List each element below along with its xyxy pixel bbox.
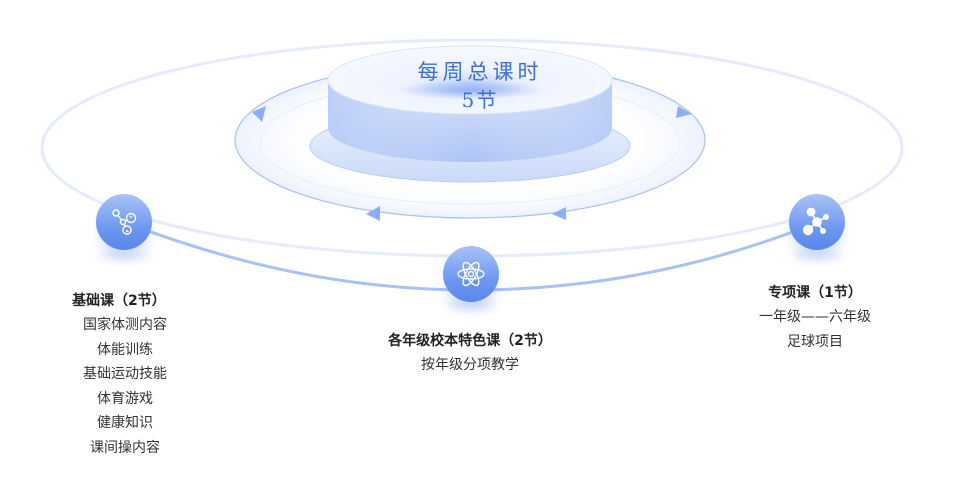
arrow-icon <box>676 106 692 118</box>
basic-course-item: 体育游戏 <box>97 390 153 407</box>
special-course-title: 专项课（1节） <box>768 285 862 301</box>
featured-course-label: 各年级校本特色课（2节） 按年级分项教学 <box>340 329 600 378</box>
arrow-icon <box>252 106 266 122</box>
basic-course-node <box>96 194 152 250</box>
featured-course-node <box>443 246 499 302</box>
molecule-outline-icon <box>112 209 137 235</box>
node-shadow <box>99 250 149 260</box>
arrow-icon <box>366 206 380 221</box>
molecule-solid-icon <box>802 207 829 236</box>
basic-course-item: 体能训练 <box>97 341 153 358</box>
basic-course-label: 基础课（2节） 国家体测内容 体能训练 基础运动技能 体育游戏 健康知识 课间操… <box>45 289 205 460</box>
center-title: 每周总课时 5节 <box>330 58 630 114</box>
basic-course-item: 国家体测内容 <box>83 317 167 333</box>
special-course-node <box>789 194 845 250</box>
featured-course-title: 各年级校本特色课（2节） <box>388 333 552 349</box>
node-shadow <box>446 300 496 310</box>
special-course-label: 专项课（1节） 一年级——六年级 足球项目 <box>730 281 900 354</box>
basic-course-title: 基础课（2节） <box>72 293 166 309</box>
center-title-label: 每周总课时 <box>417 60 543 84</box>
arrow-icon <box>552 207 566 220</box>
basic-course-item: 基础运动技能 <box>83 366 167 382</box>
special-course-item: 足球项目 <box>787 333 843 350</box>
center-title-count: 5节 <box>461 88 499 112</box>
basic-course-item: 课间操内容 <box>90 439 160 456</box>
featured-course-item: 按年级分项教学 <box>421 357 519 373</box>
basic-course-item: 健康知识 <box>97 415 153 431</box>
node-shadow <box>792 250 842 260</box>
atom-icon <box>457 261 485 287</box>
special-course-item: 一年级——六年级 <box>759 309 871 325</box>
